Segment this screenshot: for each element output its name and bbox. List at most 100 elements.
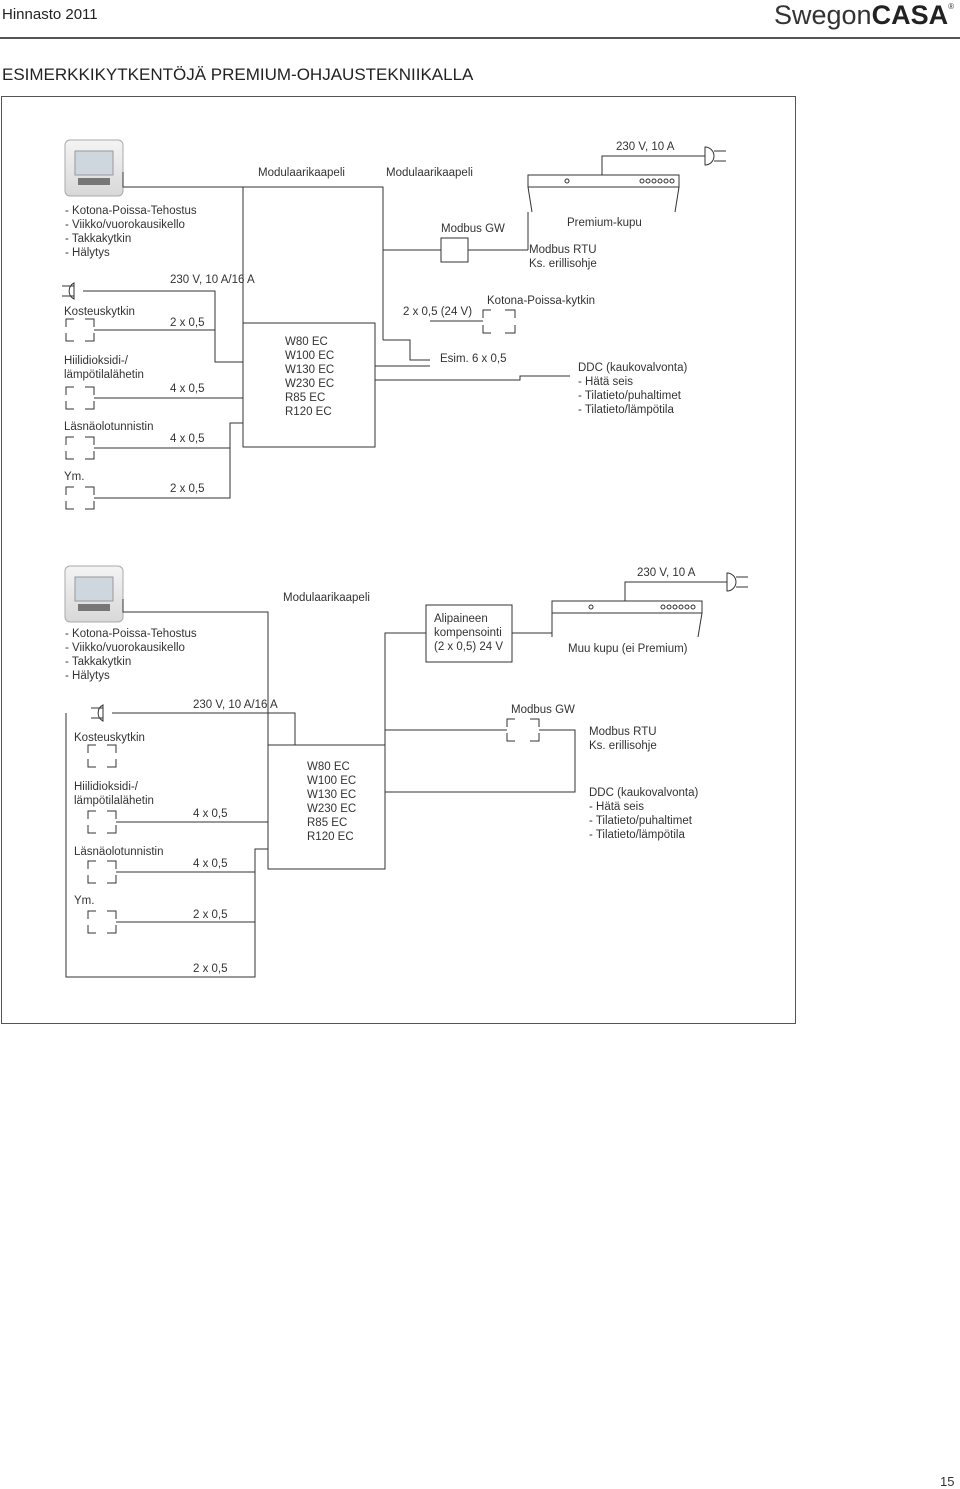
- d1-co2-label: Hiilidioksidi-/ lämpötilalähetin: [64, 354, 144, 382]
- d1-wire-1: 2 x 0,5: [170, 317, 205, 329]
- alipaine-box: [425, 604, 513, 663]
- d1-panel-features: - Kotona-Poissa-Tehostus - Viikko/vuorok…: [65, 204, 197, 260]
- d1-esim-label: Esim. 6 x 0,5: [440, 353, 507, 365]
- page-number: 15: [940, 1474, 955, 1489]
- d2-cable-label: Modulaarikaapeli: [283, 592, 370, 604]
- co2-line: Hiilidioksidi-/: [74, 781, 138, 793]
- feature-item: - Viikko/vuorokausikello: [65, 642, 185, 654]
- d1-unit-list: W80 EC W100 EC W130 EC W230 EC R85 EC R1…: [285, 335, 334, 419]
- d1-hood-label: Premium-kupu: [567, 217, 642, 229]
- presence-sensor-icon: [65, 436, 95, 460]
- humidity-switch-icon-2: [87, 744, 117, 768]
- presence-sensor-icon-2: [87, 860, 117, 884]
- co2-sensor-icon-2: [87, 810, 117, 834]
- unit-item: W230 EC: [285, 378, 335, 390]
- d1-presence-label: Läsnäolotunnistin: [64, 421, 154, 433]
- unit-item: W80 EC: [285, 336, 328, 348]
- d2-hood-label: Muu kupu (ei Premium): [568, 643, 688, 655]
- d2-modbus-rtu-label: Modbus RTU Ks. erillisohje: [589, 725, 657, 753]
- feature-item: - Viikko/vuorokausikello: [65, 219, 185, 231]
- alipaine-line: Alipaineen: [434, 613, 488, 625]
- d1-wire-2: 4 x 0,5: [170, 383, 205, 395]
- premium-hood-icon: [527, 174, 680, 213]
- d1-cable-label-1: Modulaarikaapeli: [258, 167, 345, 179]
- d1-power-label: 230 V, 10 A: [616, 141, 675, 153]
- alipaine-line: kompensointi: [434, 627, 502, 639]
- d1-kotona-switch-label: Kotona-Poissa-kytkin: [487, 295, 596, 307]
- ddc-line: - Hätä seis: [578, 376, 633, 388]
- unit-item: W100 EC: [307, 775, 357, 787]
- unit-item: R85 EC: [307, 817, 348, 829]
- feature-item: - Takkakytkin: [65, 656, 132, 668]
- d2-modbus-gw-label: Modbus GW: [511, 704, 575, 716]
- d1-modbus-gw-label: Modbus GW: [441, 223, 505, 235]
- modbus-rtu-line: Ks. erillisohje: [589, 740, 657, 752]
- modbus-gw-icon: [506, 718, 540, 742]
- unit-item: W80 EC: [307, 761, 350, 773]
- d2-alipaine-label: Alipaineen kompensointi (2 x 0,5) 24 V: [434, 612, 503, 654]
- d2-presence-label: Läsnäolotunnistin: [74, 846, 164, 858]
- other-sensor-icon: [65, 486, 95, 510]
- other-hood-icon: [551, 600, 703, 638]
- modbus-rtu-line: Modbus RTU: [529, 244, 597, 256]
- ddc-line: - Tilatieto/puhaltimet: [589, 815, 692, 827]
- input-plug-icon: [62, 282, 75, 300]
- ddc-line: - Hätä seis: [589, 801, 644, 813]
- d2-other-label: Ym.: [74, 895, 95, 907]
- d1-humidity-label: Kosteuskytkin: [64, 306, 135, 318]
- alipaine-line: (2 x 0,5) 24 V: [434, 641, 504, 653]
- co2-sensor-icon: [65, 386, 95, 410]
- main-unit-box: [242, 322, 376, 448]
- ddc-line: - Tilatieto/lämpötila: [589, 829, 685, 841]
- page-title: ESIMERKKIKYTKENTÖJÄ PREMIUM-OHJAUSTEKNII…: [2, 65, 474, 84]
- feature-item: - Takkakytkin: [65, 233, 132, 245]
- control-panel-icon: [64, 139, 124, 197]
- unit-item: W100 EC: [285, 350, 335, 362]
- d2-input-power-label: 230 V, 10 A/16 A: [193, 699, 278, 711]
- main-unit-box-2: [267, 744, 386, 870]
- unit-item: W130 EC: [285, 364, 335, 376]
- d1-wire-4: 2 x 0,5: [170, 483, 205, 495]
- modbus-rtu-line: Ks. erillisohje: [529, 258, 597, 270]
- power-plug-icon: [704, 146, 726, 166]
- d2-wire-3: 4 x 0,5: [193, 858, 228, 870]
- unit-item: R120 EC: [307, 831, 354, 843]
- d1-input-power-label: 230 V, 10 A/16 A: [170, 274, 255, 286]
- other-sensor-icon-2: [87, 910, 117, 934]
- ddc-line: DDC (kaukovalvonta): [578, 362, 688, 374]
- d2-humidity-label: Kosteuskytkin: [74, 732, 145, 744]
- diagram-frame: [1, 96, 796, 1024]
- co2-line: Hiilidioksidi-/: [64, 355, 128, 367]
- header-year-label: Hinnasto 2011: [2, 6, 98, 23]
- d1-wire-3: 4 x 0,5: [170, 433, 205, 445]
- d1-modbus-rtu-label: Modbus RTU Ks. erillisohje: [529, 243, 597, 271]
- header-divider: [0, 37, 960, 39]
- humidity-switch-icon: [65, 318, 95, 342]
- d2-co2-label: Hiilidioksidi-/ lämpötilalähetin: [74, 780, 154, 808]
- d2-unit-list: W80 EC W100 EC W130 EC W230 EC R85 EC R1…: [307, 760, 356, 844]
- co2-line: lämpötilalähetin: [64, 369, 144, 381]
- modbus-rtu-line: Modbus RTU: [589, 726, 657, 738]
- unit-item: R85 EC: [285, 392, 326, 404]
- d1-other-label: Ym.: [64, 471, 85, 483]
- d1-24v-wire-label: 2 x 0,5 (24 V): [403, 306, 473, 318]
- d2-wire-2: 4 x 0,5: [193, 808, 228, 820]
- brand-logo: SwegonCASA®: [774, 0, 954, 30]
- d2-ddc-label: DDC (kaukovalvonta) - Hätä seis - Tilati…: [589, 786, 698, 842]
- feature-item: - Kotona-Poissa-Tehostus: [65, 205, 197, 217]
- unit-item: W130 EC: [307, 789, 357, 801]
- ddc-line: DDC (kaukovalvonta): [589, 787, 699, 799]
- d2-wire-4: 2 x 0,5: [193, 909, 228, 921]
- modbus-gw-box: [440, 237, 469, 263]
- kotona-switch-icon: [475, 309, 516, 334]
- feature-item: - Kotona-Poissa-Tehostus: [65, 628, 197, 640]
- input-plug-icon-2: [91, 704, 104, 722]
- d1-ddc-label: DDC (kaukovalvonta) - Hätä seis - Tilati…: [578, 361, 687, 417]
- feature-item: - Hälytys: [65, 670, 110, 682]
- unit-item: W230 EC: [307, 803, 357, 815]
- unit-item: R120 EC: [285, 406, 332, 418]
- control-panel-icon-2: [64, 565, 124, 623]
- co2-line: lämpötilalähetin: [74, 795, 154, 807]
- d2-wire-5: 2 x 0,5: [193, 963, 228, 975]
